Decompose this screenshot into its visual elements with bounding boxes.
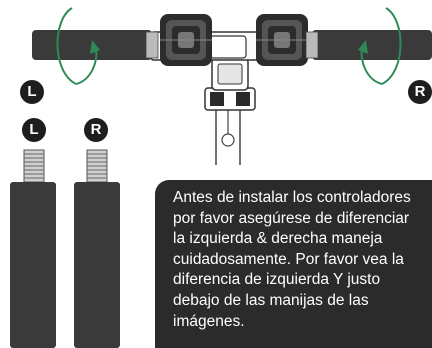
left-grip-badge: L	[22, 118, 46, 142]
stem-clamp	[204, 57, 256, 111]
grips-illustration	[10, 149, 120, 348]
left-threaded-end	[23, 149, 45, 183]
right-controller	[256, 14, 308, 66]
right-grip-badge: R	[84, 118, 108, 142]
left-side-badge: L	[20, 80, 44, 104]
left-standing-grip	[10, 182, 56, 348]
handlebar-illustration	[32, 7, 432, 165]
instruction-callout: Antes de instalar los controladores por …	[155, 180, 432, 348]
rotate-arrow-icon	[358, 7, 402, 85]
instruction-text: Antes de instalar los controladores por …	[173, 189, 411, 330]
rotate-arrow-icon	[56, 7, 100, 85]
left-controller	[160, 14, 212, 66]
right-side-badge: R	[408, 80, 432, 104]
right-threaded-end	[86, 149, 108, 183]
right-grip	[312, 30, 432, 60]
right-standing-grip	[74, 182, 120, 348]
